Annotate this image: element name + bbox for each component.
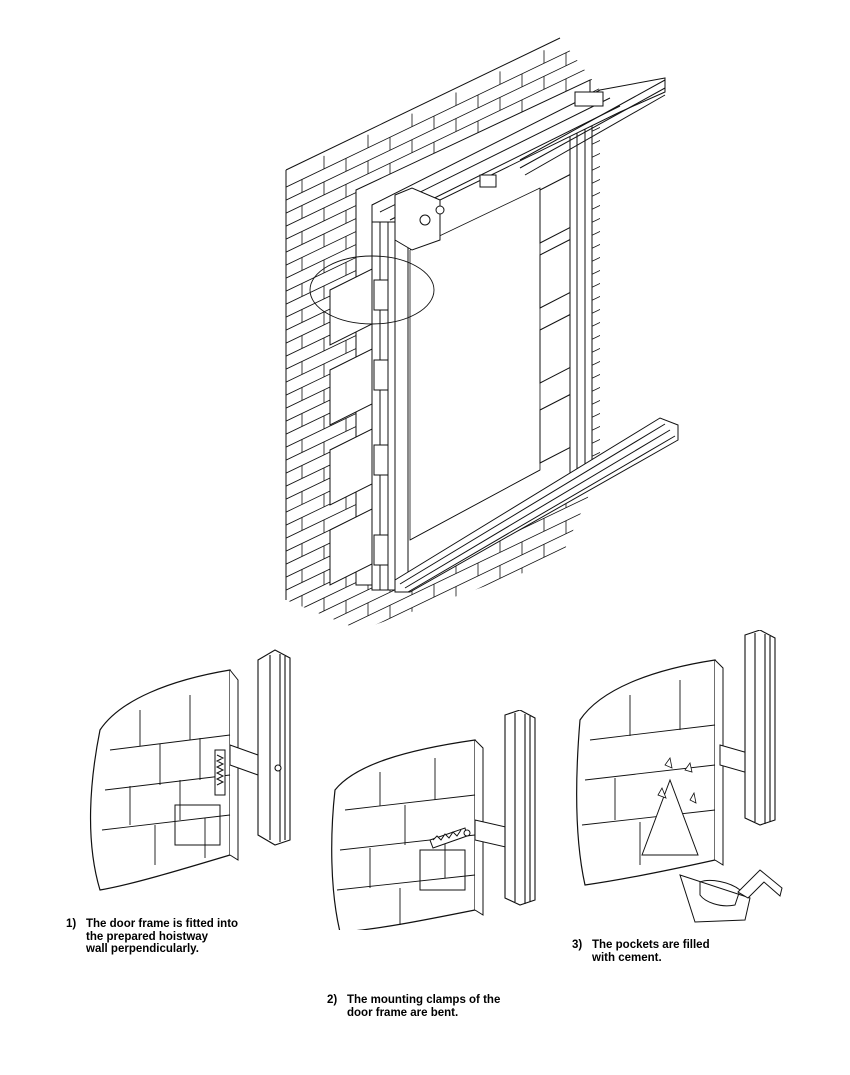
brick-course — [286, 624, 600, 630]
step-1-line-1: The door frame is fitted into — [86, 918, 239, 930]
top-header-beam — [371, 77, 666, 251]
brick-course — [286, 598, 600, 630]
detail-step-3-figure — [570, 630, 800, 930]
brick-course — [280, 638, 620, 640]
detail-highlight-circle — [309, 255, 435, 325]
main-door-frame-drawing — [270, 35, 690, 640]
step-1-caption: 1) The door frame is fitted into the pre… — [66, 918, 276, 958]
detail-step-1-figure — [80, 640, 310, 900]
step-3-line-2: with cement. — [592, 951, 662, 964]
brick-course — [286, 585, 600, 630]
top-guide-rail — [519, 79, 666, 176]
cement-filled-pocket — [641, 778, 699, 856]
bricks-1 — [101, 695, 231, 865]
step-1-number: 1) — [66, 918, 77, 930]
step-3-line-1: The pockets are filled — [592, 939, 710, 951]
step-2-caption: 2) The mounting clamps of the door frame… — [327, 994, 547, 1024]
brick-course — [286, 494, 600, 630]
wall-outline — [285, 37, 561, 171]
door-sill — [394, 417, 679, 593]
brick-course — [286, 52, 600, 217]
brick-course — [286, 39, 600, 204]
wall-block-2 — [331, 739, 476, 930]
brick-course — [286, 611, 600, 630]
step-3-number: 3) — [572, 939, 583, 951]
clamp-bent-2 — [429, 819, 511, 849]
step-2-line-1: The mounting clamps of the — [347, 994, 501, 1006]
detail-step-2-figure — [325, 710, 555, 930]
bricks-3 — [581, 680, 716, 865]
step-1-line-3: wall perpendicularly. — [86, 943, 199, 955]
frame-post-3 — [744, 630, 776, 826]
cement-marks — [657, 757, 697, 804]
step-2-line-2: door frame are bent. — [347, 1006, 459, 1019]
right-frame-post — [569, 113, 593, 479]
trowel-icon — [679, 869, 783, 923]
frame-post-1 — [257, 649, 291, 846]
step-1-line-2: the prepared hoistway — [86, 930, 209, 943]
main-drawing-svg — [280, 37, 679, 640]
left-post-clamps — [373, 279, 389, 566]
brick-course — [286, 507, 600, 630]
brick-course — [286, 38, 600, 191]
frame-post-2 — [504, 710, 536, 906]
step-2-number: 2) — [327, 994, 338, 1006]
step-3-caption: 3) The pockets are filled with cement. — [572, 939, 772, 969]
